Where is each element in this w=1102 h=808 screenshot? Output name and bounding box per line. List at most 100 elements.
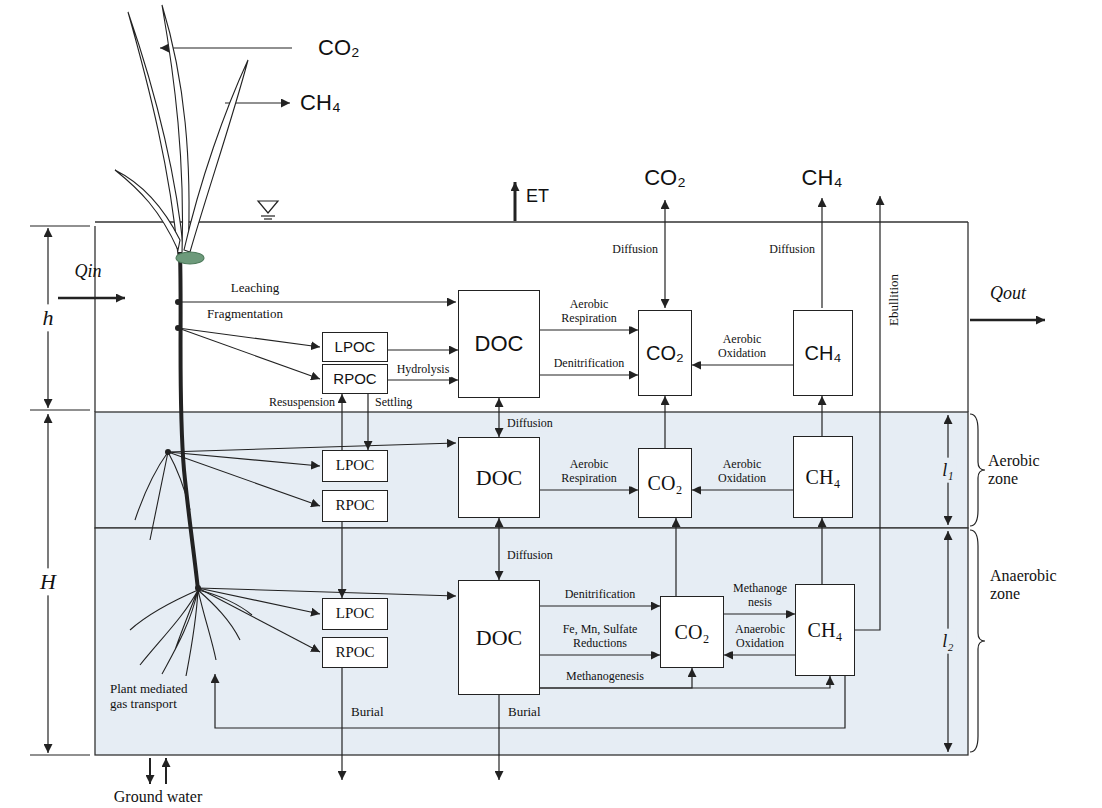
process-label: Aerobic Respiration: [547, 458, 631, 486]
process-label: Burial: [505, 704, 544, 721]
gas-label: CH₄: [802, 165, 843, 190]
burial-arrow: [341, 668, 342, 780]
flow-arrow: [540, 329, 638, 330]
pool-label: RPOC: [335, 497, 374, 514]
flow-label: Qout: [990, 283, 1026, 304]
process-label: Plant mediated gas transport: [110, 682, 208, 712]
gas-label: CO₂: [318, 35, 360, 60]
pool-label: CH₄: [808, 619, 843, 642]
flow-arrow: [724, 654, 795, 655]
lpoc-box: LPOC: [322, 450, 388, 482]
flow-arrow: [540, 374, 638, 375]
process-label: Aerobic Oxidation: [698, 458, 787, 486]
co2-box: CO₂: [660, 596, 724, 668]
pool-label: DOC: [476, 465, 522, 490]
gas-label: CH₄: [300, 90, 341, 115]
flow-arrow: [540, 489, 638, 490]
flow-arrow: [821, 518, 822, 584]
flow-arrow: [821, 396, 822, 436]
process-label: Anaerobic Oxidation: [725, 623, 795, 651]
doc-box: DOC: [458, 437, 540, 518]
flow-label: Qin: [75, 261, 102, 282]
process-label: Hydrolysis: [395, 363, 452, 377]
pool-label: CO₂: [675, 621, 710, 644]
process-label: Diffusion: [505, 549, 555, 563]
process-label: Resuspension: [267, 396, 337, 410]
water-level-symbol: [258, 201, 278, 219]
flow-arrow: [540, 654, 660, 655]
co2-box: CO₂: [638, 310, 692, 396]
rpoc-box: RPOC: [322, 490, 388, 522]
diffusion-arrow: [821, 198, 822, 308]
process-label: Aerobic Oxidation: [698, 333, 787, 361]
depth-label: h: [40, 304, 57, 331]
outflow-arrow: [970, 319, 1045, 322]
process-label: Diffusion: [612, 243, 658, 257]
flow-arrow: [388, 349, 458, 350]
burial-arrow: [498, 695, 499, 780]
pool-label: DOC: [476, 625, 522, 650]
lpoc-box: LPOC: [322, 332, 388, 362]
process-label: Diffusion: [505, 417, 555, 431]
et-label: ET: [526, 186, 549, 207]
process-label: Burial: [348, 704, 387, 721]
et-arrow: [514, 182, 517, 221]
flow-arrow: [540, 668, 692, 688]
process-label: Methanogenesis: [564, 670, 646, 684]
rpoc-box: RPOC: [322, 364, 388, 394]
flow-arrow: [540, 605, 660, 606]
flow-arrow: [341, 522, 342, 598]
process-label: Methanoge nesis: [725, 582, 795, 610]
flow-arrow: [367, 394, 368, 450]
doc-box: DOC: [458, 580, 540, 695]
zone-label: Anaerobic zone: [990, 567, 1057, 604]
process-label: Diffusion: [769, 243, 815, 257]
pool-label: CO₂: [646, 342, 684, 364]
ebullition-path: [855, 196, 880, 630]
process-label: Aerobic Respiration: [547, 298, 631, 326]
ch4-box: CH₄: [793, 436, 853, 518]
flow-arrow: [388, 379, 458, 380]
water-surface: [95, 221, 968, 222]
flow-arrow: [664, 396, 665, 448]
pool-label: CO₂: [648, 472, 683, 495]
ch4-box: CH₄: [793, 310, 853, 396]
uptake-arrow: [160, 47, 292, 48]
flow-arrow: [498, 518, 499, 580]
flow-arrow: [341, 394, 342, 450]
pool-label: CH₄: [804, 342, 841, 364]
depth-label: H: [37, 568, 59, 595]
gas-label: CO₂: [644, 165, 686, 190]
pool-label: LPOC: [336, 605, 374, 622]
plant-drawing: [115, 5, 252, 676]
zone-thickness: l₂: [939, 629, 956, 654]
flow-arrow: [498, 398, 499, 437]
process-label: Ebullition: [887, 274, 902, 326]
process-label: Settling: [373, 396, 414, 410]
process-label: Denitrification: [563, 588, 638, 602]
flow-arrow: [692, 489, 793, 490]
rpoc-box: RPOC: [322, 637, 388, 668]
groundwater-arrow: [165, 758, 167, 784]
groundwater-arrow: [149, 758, 151, 784]
root-point: [165, 299, 201, 591]
aerobic-band: [95, 412, 968, 528]
zone-label: Aerobic zone: [988, 452, 1040, 489]
groundwater-label: Ground water: [114, 788, 202, 806]
co2-box: CO₂: [638, 448, 692, 518]
zone-thickness: l₁: [939, 458, 956, 483]
pool-label: DOC: [475, 332, 524, 356]
flow-arrow: [675, 518, 676, 596]
anaerobic-band: [95, 528, 968, 755]
doc-box: DOC: [458, 290, 540, 398]
water-column-wall: [95, 222, 968, 412]
process-label: Fragmentation: [207, 307, 283, 322]
process-label: Leaching: [231, 281, 279, 296]
process-label: Fe, Mn, Sulfate Reductions: [543, 623, 657, 651]
depth-bracket: [30, 226, 90, 755]
input-line: [168, 302, 456, 652]
process-label: Denitrification: [552, 357, 627, 371]
pool-label: CH₄: [806, 466, 841, 489]
flow-arrow: [692, 364, 793, 365]
